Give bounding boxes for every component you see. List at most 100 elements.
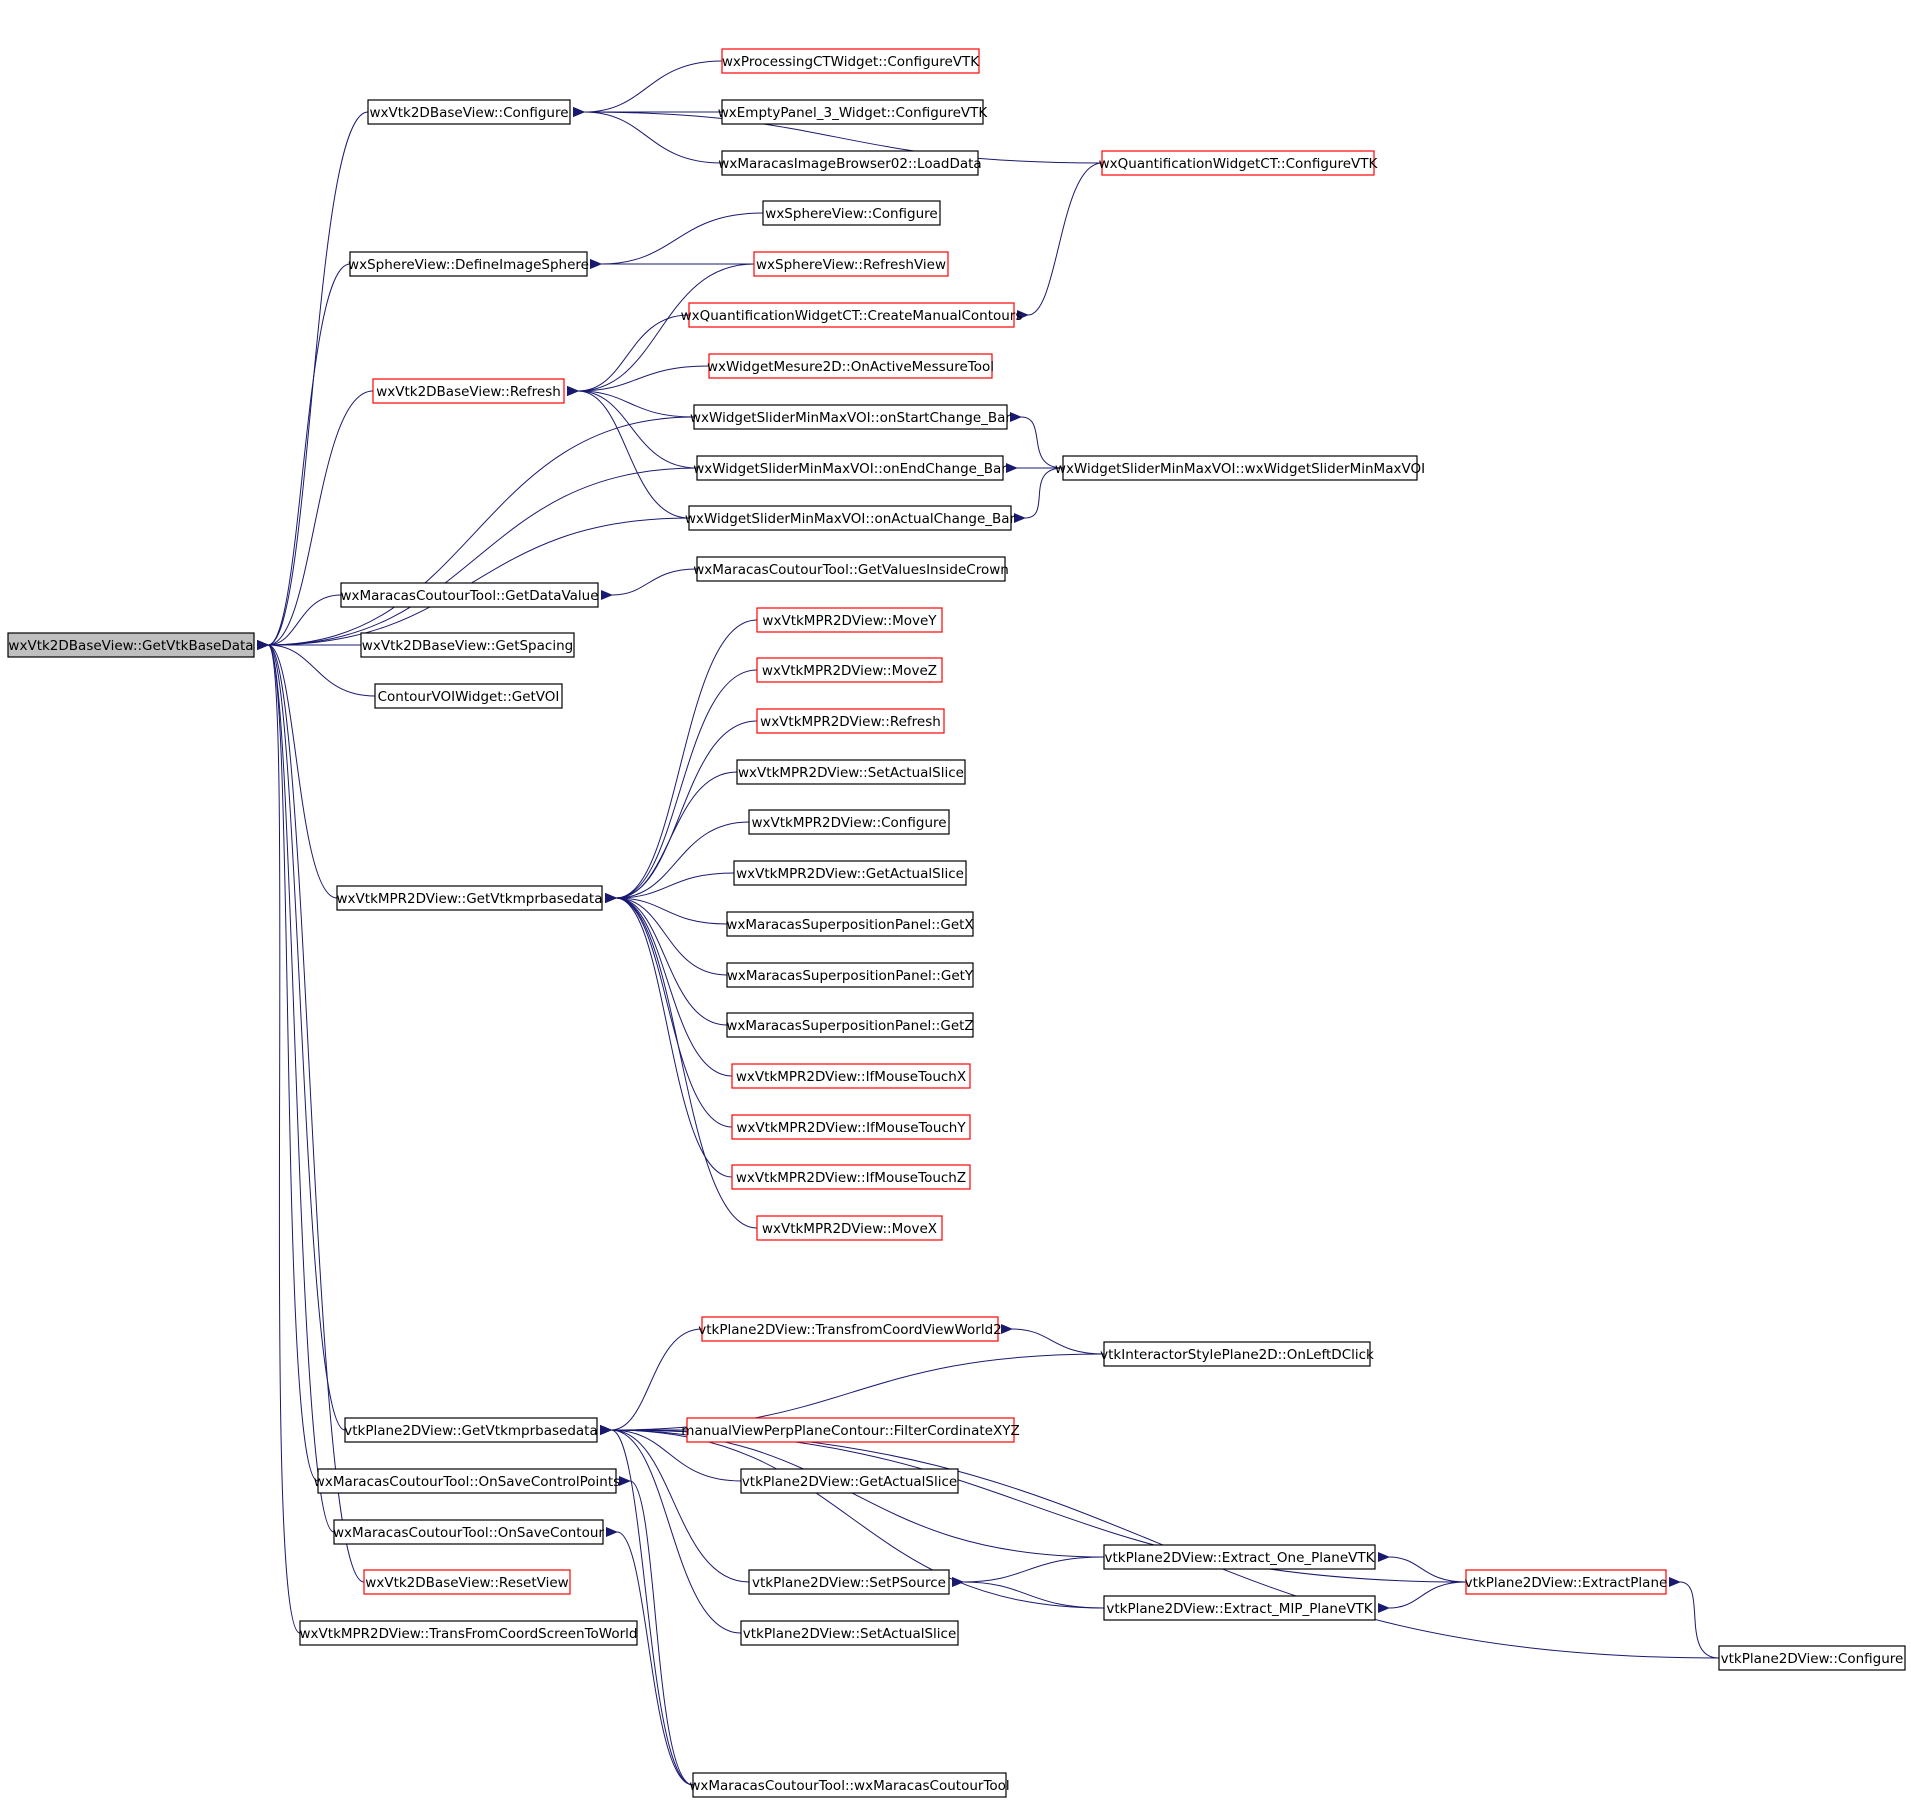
edge-setpsource-to-planebase	[599, 1424, 750, 1583]
graph-node-cfg2d[interactable]: wxVtk2DBaseView::Configure	[367, 99, 571, 125]
edge-coutourtool-to-savecontour	[605, 1526, 694, 1786]
graph-node-extractplane[interactable]: vtkPlane2DView::ExtractPlane	[1465, 1569, 1668, 1595]
edge-planegetslice-to-planebase	[599, 1424, 742, 1482]
node-label: wxVtkMPR2DView::IfMouseTouchX	[736, 1069, 966, 1085]
graph-node-quantmanual[interactable]: wxQuantificationWidgetCT::CreateManualCo…	[681, 302, 1023, 328]
graph-node-extractone[interactable]: vtkPlane2DView::Extract_One_PlaneVTK	[1103, 1544, 1376, 1570]
node-label: wxVtkMPR2DView::TransFromCoordScreenToWo…	[300, 1626, 638, 1642]
node-label: vtkPlane2DView::GetActualSlice	[742, 1474, 957, 1490]
edge-mprcfg-to-mprbase	[604, 821, 750, 904]
node-box	[317, 1468, 617, 1494]
node-label: vtkPlane2DView::TransfromCoordViewWorld2	[698, 1322, 1002, 1338]
graph-node-supx[interactable]: wxMaracasSuperpositionPanel::GetX	[726, 911, 974, 937]
graph-node-extractmip[interactable]: vtkPlane2DView::Extract_MIP_PlaneVTK	[1103, 1595, 1376, 1621]
graph-node-setpsource[interactable]: vtkPlane2DView::SetPSource	[748, 1569, 950, 1595]
node-label: wxMaracasSuperpositionPanel::GetY	[727, 968, 974, 984]
node-box	[360, 632, 575, 658]
node-box	[701, 1316, 999, 1342]
graph-node-procct[interactable]: wxProcessingCTWidget::ConfigureVTK	[721, 48, 980, 74]
graph-node-empty3[interactable]: wxEmptyPanel_3_Widget::ConfigureVTK	[718, 99, 989, 125]
node-label: wxVtkMPR2DView::MoveY	[762, 613, 937, 629]
edge-cfg2d-to-root	[256, 111, 369, 651]
graph-node-root[interactable]: wxVtk2DBaseView::GetVtkBaseData	[7, 632, 255, 658]
graph-node-mprgetslice[interactable]: wxVtkMPR2DView::GetActualSlice	[733, 860, 967, 886]
node-label: vtkPlane2DView::Extract_MIP_PlaneVTK	[1106, 1601, 1373, 1617]
graph-node-mprcfg[interactable]: wxVtkMPR2DView::Configure	[748, 809, 950, 835]
graph-node-mprrefresh[interactable]: wxVtkMPR2DView::Refresh	[756, 708, 945, 734]
edge-marbrowse-to-cfg2d	[572, 106, 723, 164]
graph-node-leftdclick[interactable]: vtkInteractorStylePlane2D::OnLeftDClick	[1100, 1341, 1374, 1367]
node-label: wxVtkMPR2DView::SetActualSlice	[738, 765, 964, 781]
graph-node-supz[interactable]: wxMaracasSuperpositionPanel::GetZ	[726, 1012, 974, 1038]
edge-savecp-to-root	[256, 639, 319, 1482]
graph-node-savecontour[interactable]: wxMaracasCoutourTool::OnSaveContour	[333, 1519, 604, 1545]
graph-node-mprbase[interactable]: wxVtkMPR2DView::GetVtkmprbasedata	[336, 885, 603, 911]
node-label: wxVtkMPR2DView::Configure	[751, 815, 946, 831]
edge-coutourtool-to-savecp	[618, 1475, 694, 1786]
node-box	[726, 911, 974, 937]
node-box	[756, 708, 945, 734]
graph-node-refresh2d[interactable]: wxVtk2DBaseView::Refresh	[372, 378, 565, 404]
edge-touchy-to-mprbase	[604, 892, 733, 1128]
node-label: manualViewPerpPlaneContour::FilterCordin…	[681, 1423, 1019, 1439]
graph-node-supy[interactable]: wxMaracasSuperpositionPanel::GetY	[726, 962, 974, 988]
graph-node-mesure[interactable]: wxWidgetMesure2D::OnActiveMessureTool	[707, 353, 994, 379]
edge-procct-to-cfg2d	[572, 60, 723, 118]
graph-node-datavalue[interactable]: wxMaracasCoutourTool::GetDataValue	[340, 582, 599, 608]
graph-node-planegetslice[interactable]: vtkPlane2DView::GetActualSlice	[740, 1468, 959, 1494]
graph-node-getvoi[interactable]: ContourVOIWidget::GetVOI	[374, 683, 563, 709]
edge-slideractual-to-root	[256, 517, 690, 651]
node-box	[731, 1063, 971, 1089]
graph-node-crown[interactable]: wxMaracasCoutourTool::GetValuesInsideCro…	[693, 556, 1009, 582]
graph-node-movex[interactable]: wxVtkMPR2DView::MoveX	[756, 1215, 943, 1241]
node-box	[688, 302, 1015, 328]
node-label: wxMaracasCoutourTool::wxMaracasCoutourTo…	[689, 1778, 1009, 1794]
graph-node-planebase[interactable]: vtkPlane2DView::GetVtkmprbasedata	[344, 1417, 598, 1443]
graph-node-sliderend[interactable]: wxWidgetSliderMinMaxVOI::onEndChange_Bar	[693, 455, 1007, 481]
edge-quantcfg-to-quantmanual	[1016, 162, 1103, 321]
node-label: wxVtk2DBaseView::GetVtkBaseData	[8, 638, 253, 654]
node-box	[7, 632, 255, 658]
graph-node-transworld2[interactable]: vtkPlane2DView::TransfromCoordViewWorld2	[698, 1316, 1002, 1342]
node-box	[367, 99, 571, 125]
node-box	[733, 860, 967, 886]
graph-node-filterxyz[interactable]: manualViewPerpPlaneContour::FilterCordin…	[681, 1417, 1020, 1443]
edge-sliderctor-to-sliderstart	[1009, 411, 1064, 469]
graph-node-touchx[interactable]: wxVtkMPR2DView::IfMouseTouchX	[731, 1063, 971, 1089]
node-box	[740, 1468, 959, 1494]
edge-movey-to-mprbase	[604, 619, 758, 904]
graph-node-marbrowse[interactable]: wxMaracasImageBrowser02::LoadData	[718, 150, 982, 176]
graph-node-movez[interactable]: wxVtkMPR2DView::MoveZ	[756, 657, 943, 683]
node-box	[731, 1164, 971, 1190]
node-box	[696, 556, 1006, 582]
edge-mprsetslice-to-mprbase	[604, 771, 738, 904]
graph-node-mprsetslice[interactable]: wxVtkMPR2DView::SetActualSlice	[736, 759, 966, 785]
edge-extractone-to-setpsource	[951, 1556, 1105, 1588]
node-label: wxWidgetSliderMinMaxVOI::onEndChange_Bar	[693, 461, 1007, 477]
graph-node-spheredef[interactable]: wxSphereView::DefineImageSphere	[348, 251, 589, 277]
edge-planesetslice-to-planebase	[599, 1424, 742, 1634]
graph-node-mprtransscreen[interactable]: wxVtkMPR2DView::TransFromCoordScreenToWo…	[299, 1620, 638, 1646]
graph-node-touchz[interactable]: wxVtkMPR2DView::IfMouseTouchZ	[731, 1164, 971, 1190]
edge-touchx-to-mprbase	[604, 892, 733, 1077]
graph-node-sliderctor[interactable]: wxWidgetSliderMinMaxVOI::wxWidgetSliderM…	[1055, 455, 1425, 481]
graph-node-spacing[interactable]: wxVtk2DBaseView::GetSpacing	[360, 632, 575, 658]
graph-node-coutourtool[interactable]: wxMaracasCoutourTool::wxMaracasCoutourTo…	[689, 1772, 1010, 1798]
graph-node-resetview[interactable]: wxVtk2DBaseView::ResetView	[363, 1569, 571, 1595]
node-label: wxMaracasCoutourTool::GetDataValue	[340, 588, 598, 604]
graph-node-sliderstart[interactable]: wxWidgetSliderMinMaxVOI::onStartChange_B…	[690, 404, 1011, 430]
graph-node-quantcfg[interactable]: wxQuantificationWidgetCT::ConfigureVTK	[1099, 150, 1379, 176]
node-box	[299, 1620, 638, 1646]
graph-node-planecfg[interactable]: vtkPlane2DView::Configure	[1718, 1645, 1906, 1671]
node-box	[721, 150, 979, 176]
graph-node-planesetslice[interactable]: vtkPlane2DView::SetActualSlice	[740, 1620, 959, 1646]
graph-node-spherecfg[interactable]: wxSphereView::Configure	[762, 200, 941, 226]
node-box	[1103, 1341, 1371, 1367]
graph-node-sphererefresh[interactable]: wxSphereView::RefreshView	[753, 251, 949, 277]
graph-node-slideractual[interactable]: wxWidgetSliderMinMaxVOI::onActualChange_…	[685, 505, 1016, 531]
graph-node-movey[interactable]: wxVtkMPR2DView::MoveY	[756, 607, 943, 633]
node-box	[731, 1114, 971, 1140]
graph-node-touchy[interactable]: wxVtkMPR2DView::IfMouseTouchY	[731, 1114, 971, 1140]
edge-transworld2-to-planebase	[599, 1328, 703, 1436]
graph-node-savecp[interactable]: wxMaracasCoutourTool::OnSaveControlPoint…	[314, 1468, 620, 1494]
